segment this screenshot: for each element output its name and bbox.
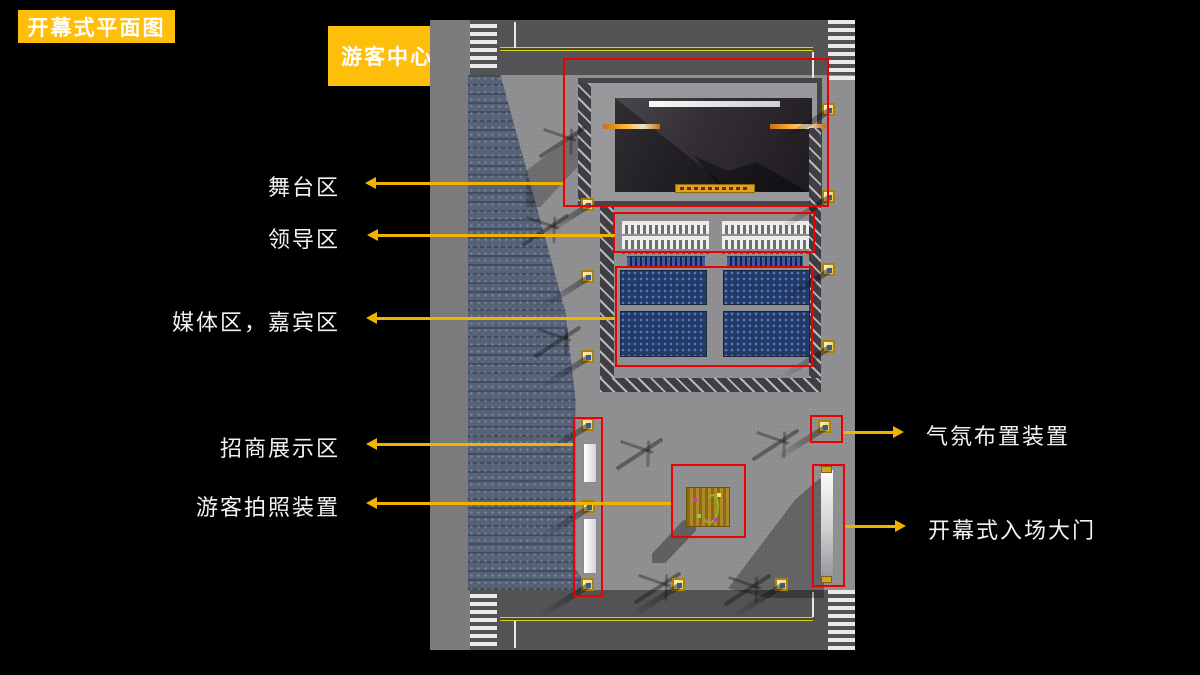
arrow-leader-area — [378, 234, 615, 237]
arrowhead-icon — [365, 177, 376, 189]
stage-screen — [649, 101, 780, 107]
label-photo-device: 游客拍照装置 — [195, 495, 340, 520]
stage-flag-left — [603, 124, 660, 129]
light-cube — [731, 578, 788, 620]
visitor-center-label: 游客中心 — [341, 46, 433, 69]
red-box-exhibition-area — [573, 417, 603, 597]
gate-post — [821, 466, 832, 473]
seating-block — [620, 311, 707, 357]
label-atmosphere-device: 气氛布置装置 — [926, 424, 1071, 449]
arrowhead-icon — [367, 229, 378, 241]
platform-steps — [578, 83, 591, 201]
decoration — [697, 514, 701, 518]
label-stage-area: 舞台区 — [267, 175, 340, 200]
crosswalk — [470, 24, 497, 72]
arrow-atmosphere-device — [843, 431, 893, 434]
red-box-entrance-gate — [812, 464, 845, 587]
arrowhead-icon — [893, 426, 904, 438]
label-exhibition-area: 招商展示区 — [219, 436, 340, 461]
page-title: 开幕式平面图 — [18, 10, 175, 43]
atmosphere-device-cube — [774, 420, 831, 462]
blue-bench-row — [727, 256, 803, 266]
gate-post — [821, 576, 832, 583]
light-cube — [778, 340, 835, 382]
light-cube — [537, 418, 594, 460]
light-cube — [537, 578, 594, 620]
stage-banner — [675, 184, 755, 193]
red-box-stage-area — [563, 58, 829, 207]
red-box-media-guest-area — [615, 266, 813, 367]
seating-block — [620, 270, 707, 305]
sidewalk — [430, 20, 470, 650]
red-box-atmosphere-device — [810, 415, 843, 443]
arrow-entrance-gate — [845, 525, 895, 528]
seating-block — [723, 270, 810, 305]
photo-device — [686, 487, 730, 527]
crosswalk — [828, 20, 855, 80]
decoration — [714, 518, 718, 522]
walkway-edge — [600, 378, 821, 392]
arrowhead-icon — [895, 520, 906, 532]
entrance-gate — [821, 470, 833, 578]
light-cube — [537, 350, 594, 392]
blue-bench-row — [627, 256, 705, 266]
arrowhead-icon — [366, 312, 377, 324]
light-cube — [628, 578, 685, 620]
stage-flag-right — [770, 124, 825, 129]
decoration — [693, 498, 697, 502]
display-board — [583, 518, 597, 574]
decoration — [717, 493, 721, 497]
arrowhead-icon — [366, 497, 377, 509]
arrow-stage-area — [376, 182, 563, 185]
crosswalk — [470, 594, 497, 646]
venue-map — [430, 20, 855, 650]
arrow-media-guest-area — [377, 317, 615, 320]
page-title-text: 开幕式平面图 — [27, 16, 166, 40]
lane-line — [812, 52, 814, 78]
arrow-exhibition-area — [377, 443, 573, 446]
crosswalk — [828, 590, 855, 650]
label-media-guest-area: 媒体区，嘉宾区 — [171, 310, 340, 335]
road-yellow-line-bottom — [500, 617, 813, 621]
stage — [615, 98, 812, 192]
lane-line — [812, 592, 814, 617]
display-board — [583, 443, 597, 483]
seating-block — [723, 311, 810, 357]
light-cube — [537, 270, 594, 312]
arrow-photo-device — [377, 502, 671, 505]
road-yellow-line-top — [500, 47, 813, 51]
visitor-center-badge: 游客中心 — [328, 26, 446, 86]
lane-line — [514, 621, 516, 648]
red-box-photo-device — [671, 464, 746, 538]
arrowhead-icon — [366, 438, 377, 450]
label-leader-area: 领导区 — [267, 227, 340, 252]
red-box-leader-area — [613, 212, 815, 253]
label-entrance-gate: 开幕式入场大门 — [928, 518, 1097, 543]
light-cube — [778, 263, 835, 305]
lane-line — [514, 22, 516, 48]
walkway-edge — [600, 206, 614, 378]
